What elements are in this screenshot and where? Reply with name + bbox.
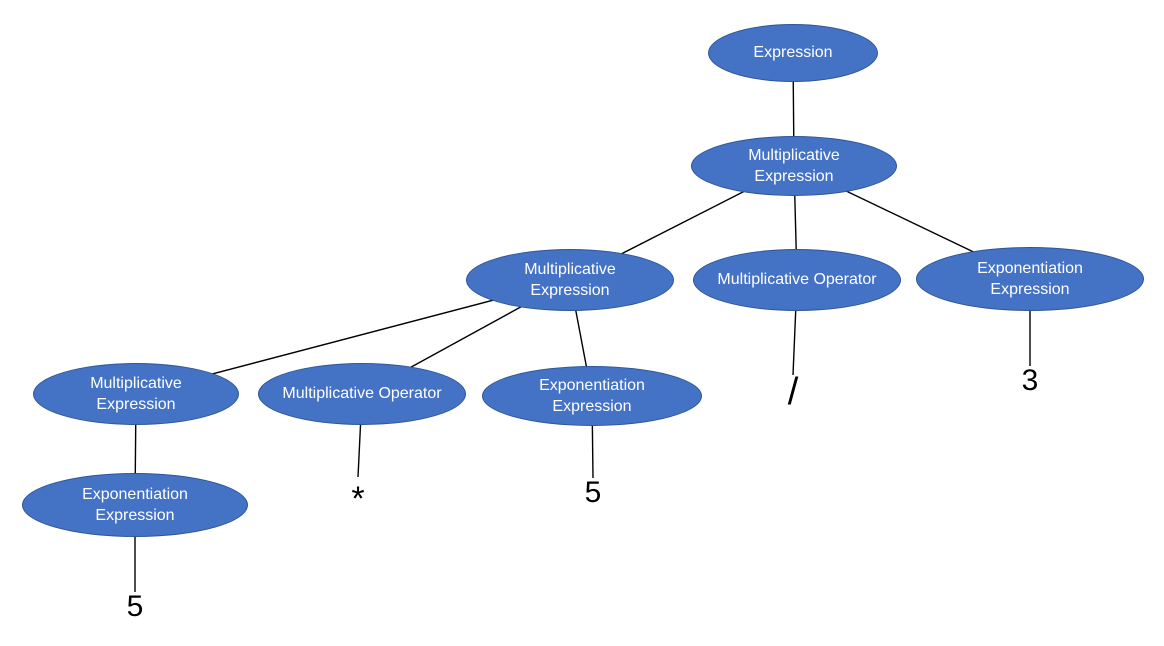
tree-node-expression: Expression [708, 24, 878, 82]
tree-node-label: Exponentiation Expression [82, 485, 188, 524]
tree-node-exp-expr-3: Exponentiation Expression [22, 473, 248, 537]
tree-leaf-leaf-3: 3 [1021, 364, 1039, 397]
tree-node-label: Multiplicative Expression [90, 374, 182, 413]
tree-node-label: Multiplicative Expression [524, 260, 616, 299]
tree-leaf-leaf-star: * [351, 479, 365, 518]
tree-node-label: Exponentiation Expression [977, 259, 1083, 298]
tree-leaf-leaf-5-mid: 5 [584, 476, 602, 509]
tree-node-label: Multiplicative Expression [748, 146, 840, 185]
tree-node-exp-expr-1: Exponentiation Expression [916, 247, 1144, 311]
tree-leaf-leaf-5-left: 5 [126, 590, 144, 623]
tree-node-mult-op-1: Multiplicative Operator [693, 249, 901, 311]
tree-leaf-leaf-slash: / [787, 370, 799, 413]
tree-node-label: Multiplicative Operator [282, 385, 442, 403]
tree-node-label: Multiplicative Operator [717, 271, 877, 289]
tree-node-mult-op-2: Multiplicative Operator [258, 363, 466, 425]
tree-node-exp-expr-2: Exponentiation Expression [482, 366, 702, 426]
tree-node-mult-expr-1: Multiplicative Expression [691, 136, 897, 196]
tree-node-mult-expr-2: Multiplicative Expression [466, 249, 674, 311]
tree-node-mult-expr-3: Multiplicative Expression [33, 363, 239, 425]
tree-node-label: Expression [753, 44, 833, 62]
tree-node-label: Exponentiation Expression [539, 376, 645, 415]
